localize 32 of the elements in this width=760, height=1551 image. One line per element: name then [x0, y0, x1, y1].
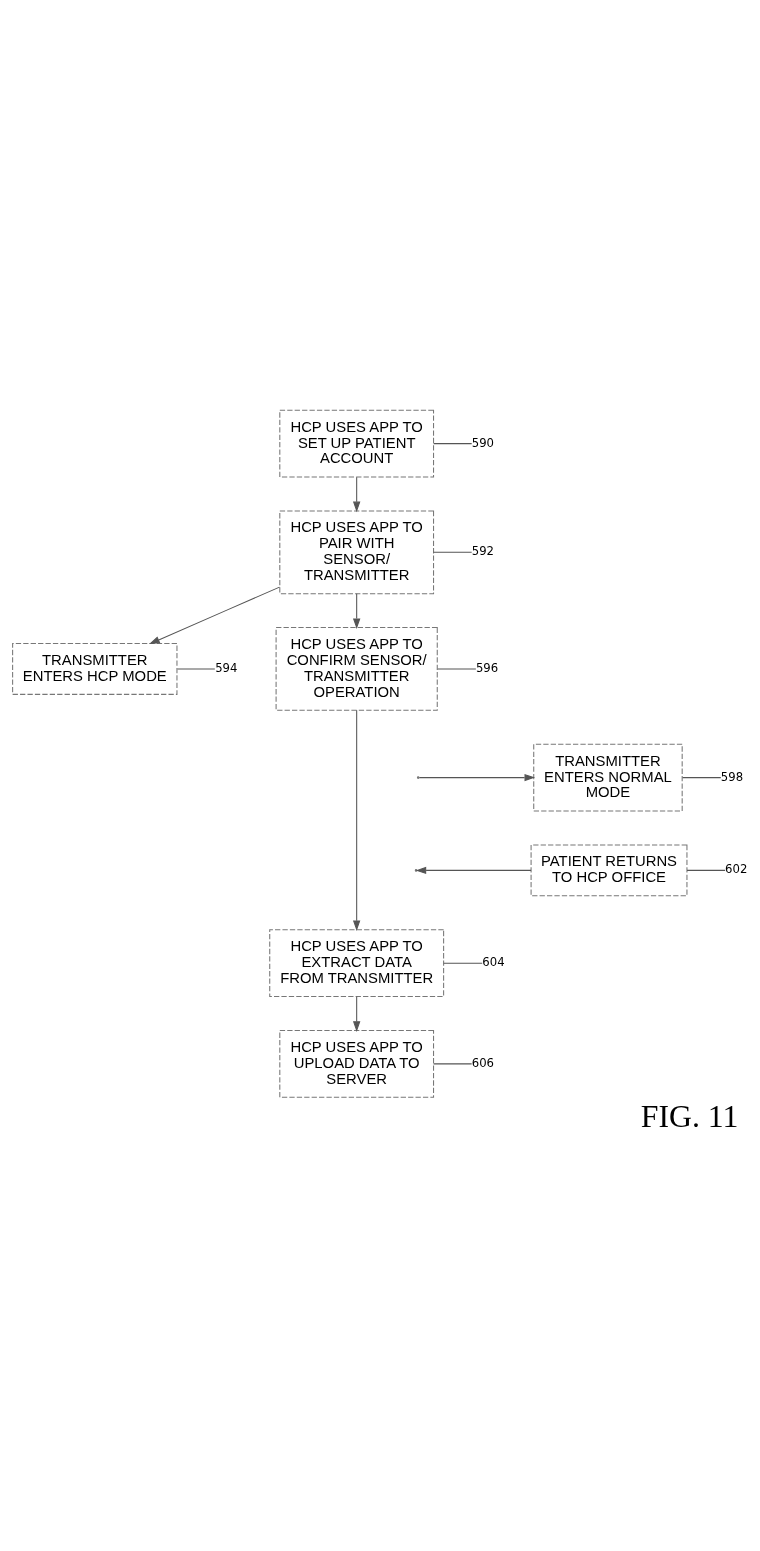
connector: [433, 443, 473, 445]
node-text: 590: [471, 435, 494, 450]
node-text: 602: [725, 862, 748, 877]
arrow: [352, 709, 361, 932]
connector: [433, 1063, 473, 1065]
node-box: HCP USES APP TO PAIR WITH SENSOR/ TRANSMITTER: [279, 510, 435, 595]
node-box: HCP USES APP TO SET UP PATIENT ACCOUNT: [279, 409, 435, 478]
node-box: HCP USES APP TO CONFIRM SENSOR/ TRANSMITTER OPERATION: [275, 627, 438, 711]
connector: [176, 668, 216, 670]
arrow: [149, 586, 281, 645]
node-text: 594: [215, 660, 238, 675]
connector: [443, 962, 483, 964]
connector: [437, 668, 477, 670]
node-text: 598: [720, 769, 744, 784]
connector: [686, 869, 726, 871]
arrow: [352, 996, 361, 1032]
node-box: HCP USES APP TO UPLOAD DATA TO SERVER: [279, 1029, 435, 1098]
node-box: PATIENT RETURNS TO HCP OFFICE: [530, 844, 688, 897]
arrow: [352, 593, 361, 630]
arrow: [352, 476, 361, 513]
node-text: 596: [475, 660, 499, 675]
arrow: [415, 866, 532, 875]
node-text: 606: [471, 1055, 494, 1070]
node-box: TRANSMITTER ENTERS HCP MODE: [12, 642, 178, 695]
caption: FIG. 11: [640, 1098, 739, 1134]
node-text: 604: [482, 955, 505, 970]
node-box: HCP USES APP TO EXTRACT DATA FROM TRANSMITTER: [269, 929, 445, 998]
node-text: 592: [471, 544, 494, 559]
arrow: [418, 773, 536, 782]
connector: [433, 551, 473, 553]
connector: [682, 777, 722, 779]
node-box: TRANSMITTER ENTERS NORMAL MODE: [533, 743, 683, 812]
